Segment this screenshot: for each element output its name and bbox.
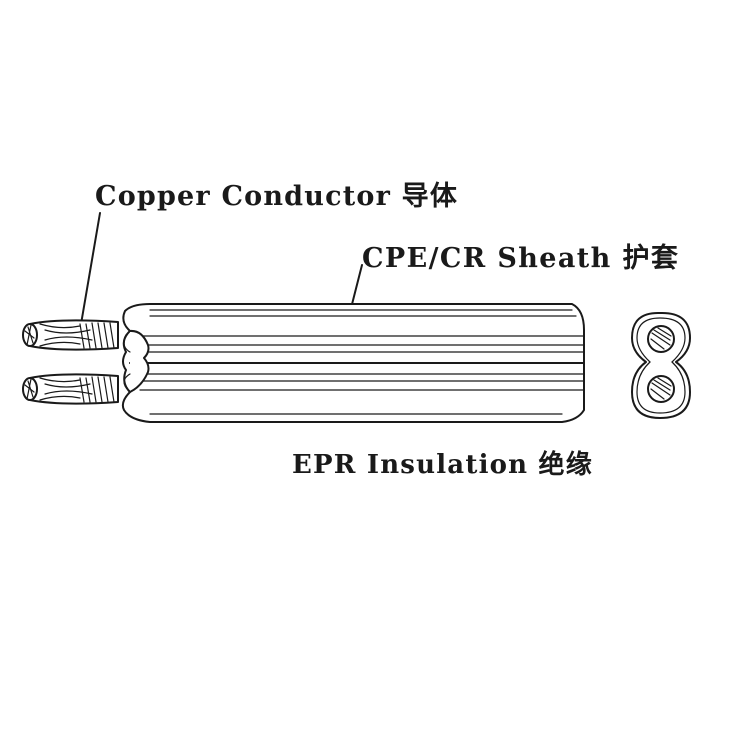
label-copper-conductor: Copper Conductor 导体 [95,181,458,212]
cable-cross-section [631,311,691,419]
copper-conductor-top [22,319,119,351]
cable-sheath-body [121,303,585,423]
label-sheath: CPE/CR Sheath 护套 [362,243,679,274]
copper-conductor-bottom [22,373,119,405]
label-epr-insulation: EPR Insulation 绝缘 [292,449,593,480]
leader-copper-conductor [77,212,101,331]
